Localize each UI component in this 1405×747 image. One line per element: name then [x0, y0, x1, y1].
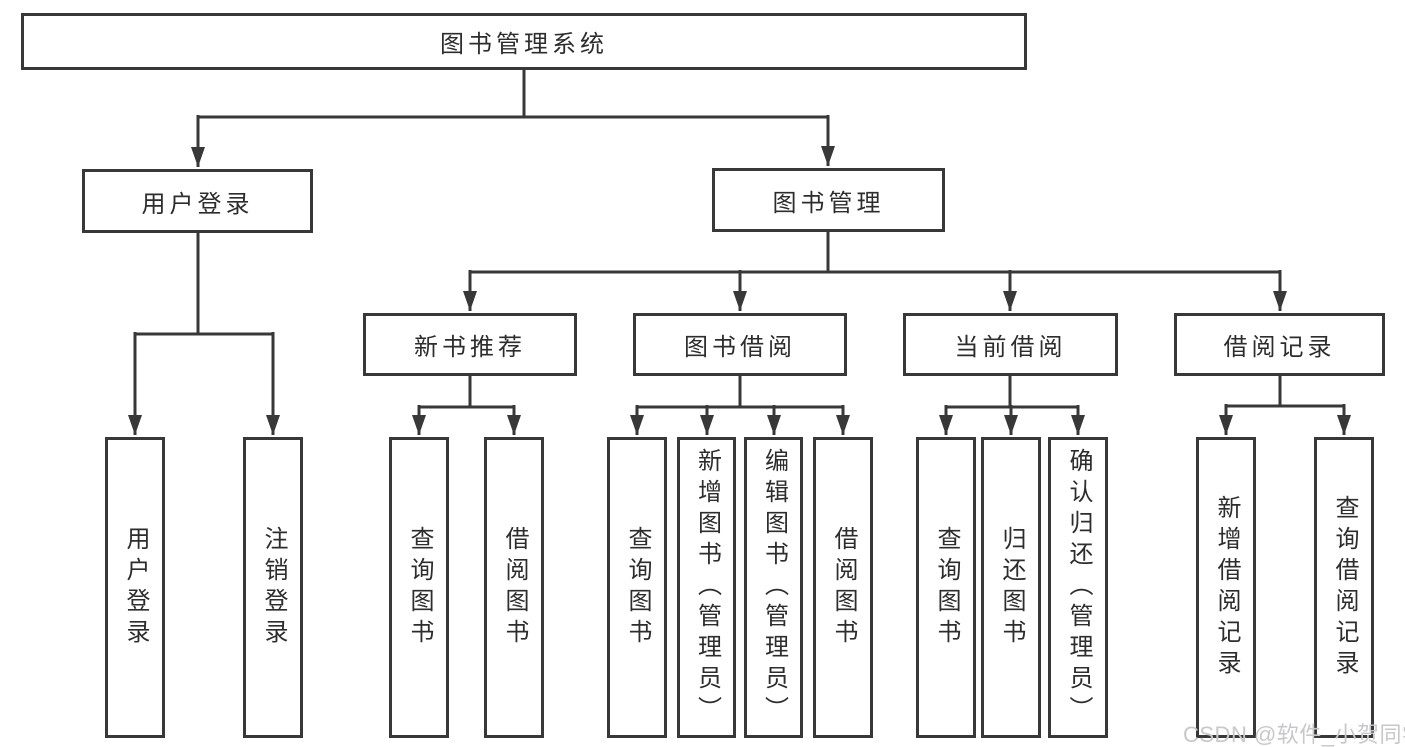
leaf-current-query-books-label: 查询图书: [933, 525, 960, 650]
node-borrow-records: 借阅记录: [1174, 313, 1385, 376]
leaf-borrow-add-books-admin: 新增图书（管理员）: [677, 437, 736, 738]
node-book-management: 图书管理: [712, 168, 945, 232]
leaf-recommend-query-books-label: 查询图书: [406, 525, 433, 650]
leaf-user-login-label: 用户登录: [122, 525, 149, 650]
leaf-records-query-record-label: 查询借阅记录: [1331, 494, 1358, 681]
leaf-current-confirm-return-admin: 确认归还（管理员）: [1048, 437, 1108, 738]
leaf-recommend-borrow-books: 借阅图书: [484, 437, 544, 738]
node-book-management-label: 图书管理: [772, 189, 885, 217]
leaf-records-query-record: 查询借阅记录: [1314, 437, 1374, 738]
node-book-borrow: 图书借阅: [633, 313, 847, 376]
node-new-book-recommend-label: 新书推荐: [414, 334, 526, 361]
leaf-current-return-books: 归还图书: [981, 437, 1041, 738]
node-borrow-records-label: 借阅记录: [1223, 334, 1336, 361]
leaf-logout: 注销登录: [243, 437, 303, 738]
leaf-user-login: 用户登录: [105, 437, 165, 738]
leaf-borrow-edit-books-admin: 编辑图书（管理员）: [744, 437, 803, 738]
node-current-borrow: 当前借阅: [903, 313, 1118, 376]
node-user-login-label: 用户登录: [141, 190, 254, 218]
leaf-borrow-query-books: 查询图书: [607, 437, 667, 738]
node-root-library-system: 图书管理系统: [21, 13, 1027, 70]
leaf-borrow-query-books-label: 查询图书: [624, 525, 651, 650]
leaf-recommend-borrow-books-label: 借阅图书: [501, 525, 528, 650]
leaf-current-query-books: 查询图书: [916, 437, 976, 738]
leaf-records-add-record-label: 新增借阅记录: [1213, 494, 1240, 681]
leaf-borrow-edit-books-admin-label: 编辑图书（管理员）: [760, 448, 788, 727]
node-user-login: 用户登录: [82, 169, 313, 233]
leaf-borrow-borrow-books: 借阅图书: [813, 437, 873, 738]
node-root-label: 图书管理系统: [440, 31, 608, 58]
leaf-logout-label: 注销登录: [260, 525, 287, 650]
node-current-borrow-label: 当前借阅: [954, 334, 1067, 361]
node-new-book-recommend: 新书推荐: [363, 313, 577, 376]
node-book-borrow-label: 图书借阅: [684, 334, 796, 361]
leaf-borrow-add-books-admin-label: 新增图书（管理员）: [693, 448, 721, 727]
leaf-current-confirm-return-admin-label: 确认归还（管理员）: [1065, 448, 1092, 727]
leaf-recommend-query-books: 查询图书: [389, 437, 449, 738]
leaf-borrow-borrow-books-label: 借阅图书: [830, 525, 857, 650]
csdn-watermark: CSDN @软件_小贺同学: [1183, 722, 1405, 747]
leaf-current-return-books-label: 归还图书: [998, 525, 1025, 650]
leaf-records-add-record: 新增借阅记录: [1196, 437, 1256, 738]
